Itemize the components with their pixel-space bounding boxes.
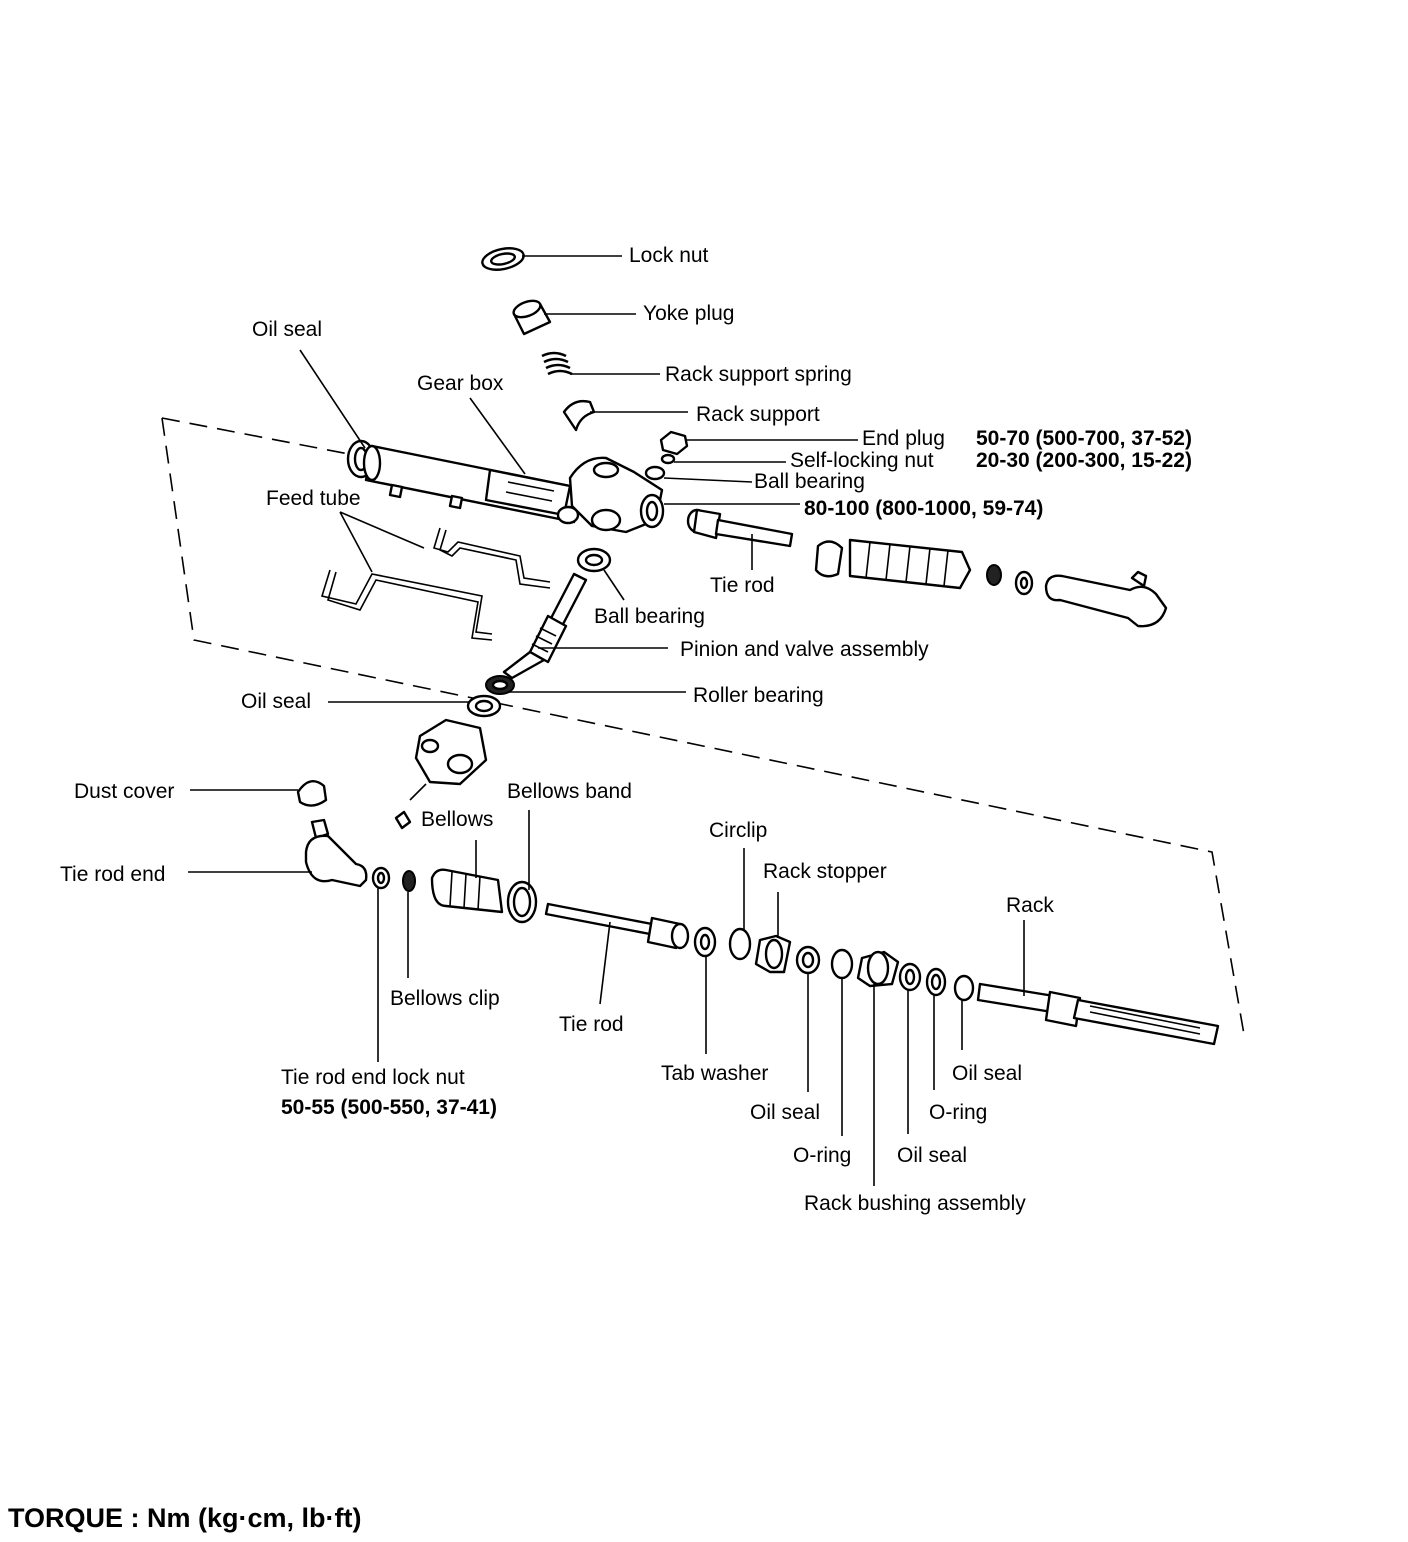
label-ball-bearing-mid: Ball bearing bbox=[594, 605, 705, 628]
bellows-upper-part bbox=[848, 538, 972, 590]
bellows-band-upper-part bbox=[814, 540, 844, 578]
label-oil-seal-b: Oil seal bbox=[897, 1144, 967, 1167]
label-feed-tube: Feed tube bbox=[266, 487, 361, 510]
torque-gear-box-fitting: 80-100 (800-1000, 59-74) bbox=[804, 497, 1043, 520]
label-oil-seal-c: Oil seal bbox=[952, 1062, 1022, 1085]
tie-rod-end-lock-nut-part bbox=[371, 866, 391, 890]
label-ball-bearing-top: Ball bearing bbox=[754, 470, 865, 493]
oil-seal-a-part bbox=[795, 945, 821, 975]
label-lock-nut: Lock nut bbox=[629, 244, 709, 267]
yoke-plug-part bbox=[512, 299, 552, 336]
oil-seal-c-part bbox=[953, 974, 975, 1002]
assembly-boundary bbox=[161, 417, 1246, 1041]
bellows-clip-lower-part bbox=[402, 870, 416, 892]
oil-seal-mid-part bbox=[466, 694, 502, 718]
torque-end-plug: 50-70 (500-700, 37-52) bbox=[976, 427, 1192, 450]
tab-washer-part bbox=[693, 926, 717, 958]
bellows-lower-part bbox=[430, 868, 504, 914]
o-ring-b-part bbox=[925, 967, 947, 997]
label-gear-box: Gear box bbox=[417, 372, 504, 395]
label-tie-rod-end-lock-nut: Tie rod end lock nut bbox=[281, 1066, 465, 1089]
label-dust-cover: Dust cover bbox=[74, 780, 174, 803]
label-tie-rod-upper: Tie rod bbox=[710, 574, 775, 597]
ball-bearing-mid-part bbox=[576, 547, 612, 573]
label-rack-stopper: Rack stopper bbox=[763, 860, 887, 883]
valve-housing-lower-part bbox=[394, 718, 488, 830]
label-yoke-plug: Yoke plug bbox=[643, 302, 734, 325]
tie-rod-end-lower-part bbox=[304, 818, 368, 888]
end-plug-part bbox=[659, 430, 689, 456]
label-rack: Rack bbox=[1006, 894, 1054, 917]
label-bellows-clip: Bellows clip bbox=[390, 987, 500, 1010]
roller-bearing-part bbox=[485, 675, 515, 695]
torque-tie-rod-end-lock-nut: 50-55 (500-550, 37-41) bbox=[281, 1096, 497, 1119]
torque-units-footer: TORQUE : Nm (kg·cm, lb·ft) bbox=[8, 1503, 362, 1533]
gear-box-part bbox=[362, 444, 665, 534]
rack-part bbox=[976, 982, 1220, 1046]
circlip-part bbox=[728, 927, 752, 961]
tie-rod-end-upper-part bbox=[1044, 570, 1168, 628]
o-ring-a-part bbox=[830, 948, 854, 980]
label-rack-support: Rack support bbox=[696, 403, 820, 426]
bellows-band-lower-part bbox=[506, 880, 538, 924]
rack-support-spring-part bbox=[541, 351, 573, 376]
label-self-locking-nut: Self-locking nut bbox=[790, 449, 934, 472]
tie-rod-lower-part bbox=[544, 902, 690, 950]
label-roller-bearing: Roller bearing bbox=[693, 684, 824, 707]
ball-bearing-top-part bbox=[644, 465, 666, 481]
feed-tube-part bbox=[320, 527, 551, 641]
label-rack-bushing-assembly: Rack bushing assembly bbox=[804, 1192, 1026, 1215]
label-oil-seal-a: Oil seal bbox=[750, 1101, 820, 1124]
label-pinion-valve: Pinion and valve assembly bbox=[680, 638, 929, 661]
label-tie-rod-lower: Tie rod bbox=[559, 1013, 624, 1036]
label-bellows: Bellows bbox=[421, 808, 493, 831]
label-bellows-band: Bellows band bbox=[507, 780, 632, 803]
label-o-ring-b: O-ring bbox=[929, 1101, 987, 1124]
label-tie-rod-end: Tie rod end bbox=[60, 863, 165, 886]
lock-nut-upper-part bbox=[1014, 570, 1034, 596]
oil-seal-b-part bbox=[898, 962, 922, 992]
label-oil-seal-top: Oil seal bbox=[252, 318, 322, 341]
rack-support-part bbox=[562, 399, 596, 432]
dust-cover-part bbox=[296, 780, 328, 807]
torque-self-locking-nut: 20-30 (200-300, 15-22) bbox=[976, 449, 1192, 472]
leader-lines bbox=[188, 255, 1025, 1186]
self-locking-nut-part bbox=[660, 453, 676, 465]
bellows-clip-upper-part bbox=[986, 564, 1002, 586]
pinion-valve-part bbox=[502, 572, 588, 680]
label-circlip: Circlip bbox=[709, 819, 767, 842]
label-tab-washer: Tab washer bbox=[661, 1062, 768, 1085]
rack-bushing-part bbox=[856, 950, 900, 988]
lock-nut-part bbox=[481, 247, 525, 271]
rack-stopper-part bbox=[754, 934, 792, 974]
label-oil-seal-mid: Oil seal bbox=[241, 690, 311, 713]
label-rack-support-spring: Rack support spring bbox=[665, 363, 852, 386]
label-end-plug: End plug bbox=[862, 427, 945, 450]
tie-rod-upper-part bbox=[686, 508, 794, 548]
label-o-ring-a: O-ring bbox=[793, 1144, 851, 1167]
